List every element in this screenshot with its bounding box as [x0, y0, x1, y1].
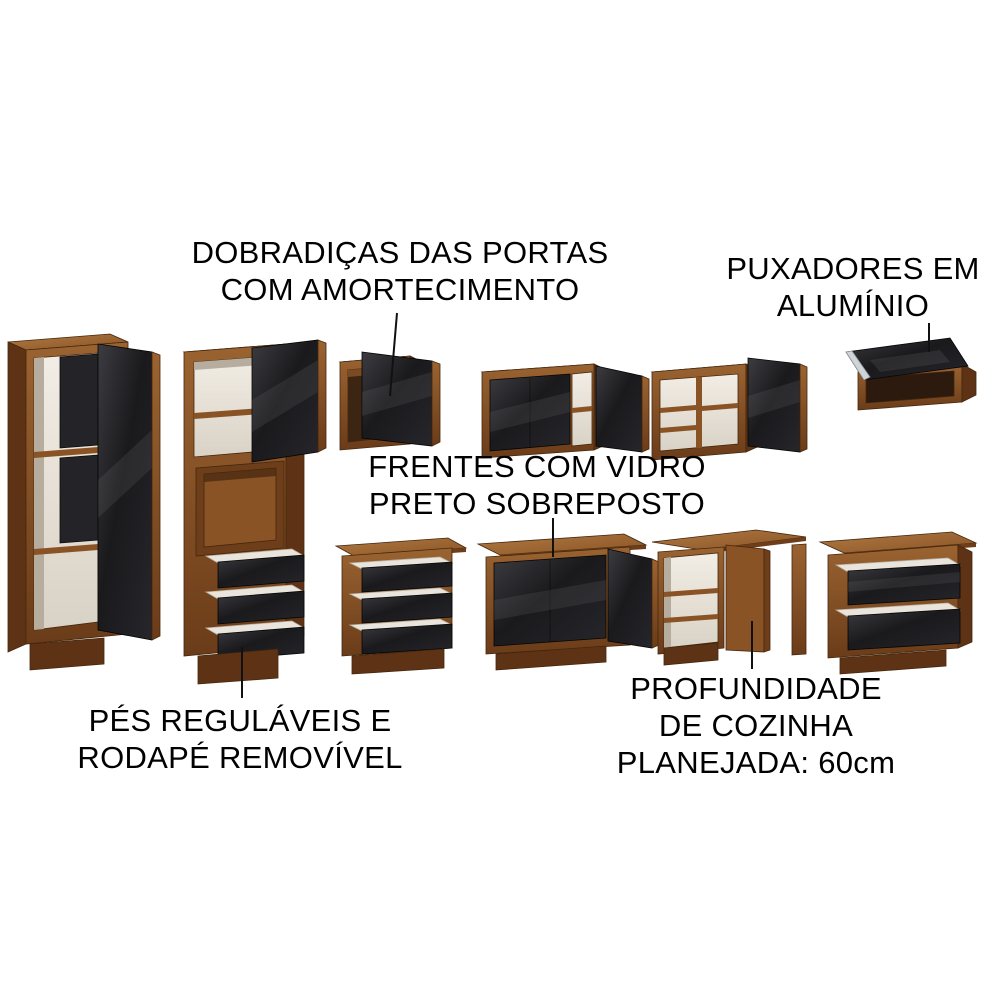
open-drawer-front — [847, 563, 961, 606]
plinth — [197, 648, 279, 685]
interior-glass-panel — [59, 353, 99, 449]
corner-base-cabinet — [651, 529, 807, 666]
door-wood-edge — [641, 375, 650, 453]
label-handles: PUXADORES EM ALUMÍNIO — [726, 250, 979, 324]
door-wood-edge — [317, 339, 327, 453]
open-drawer-front — [361, 592, 453, 624]
interior-shadow — [664, 557, 671, 648]
shelf — [34, 544, 98, 555]
shelf — [664, 614, 718, 623]
oven-tower-cabinet — [182, 339, 327, 685]
plinth — [351, 648, 445, 675]
drawer-sheen — [848, 572, 960, 592]
plinth — [495, 645, 607, 671]
interior-shadow — [34, 357, 44, 630]
plinth — [663, 642, 719, 666]
label-depth-line1: PROFUNDIDADE — [630, 671, 882, 706]
shelf — [572, 406, 592, 413]
door-sheen — [252, 360, 318, 432]
label-handles-line2: ALUMÍNIO — [776, 288, 930, 323]
cabinet-side-panel — [7, 341, 27, 653]
label-glass-front-line2: PRETO SOBREPOSTO — [368, 486, 706, 521]
double-door-wall-cabinet — [480, 363, 650, 459]
door-sheen — [870, 350, 950, 372]
door-wood-edge — [799, 363, 808, 453]
end-panel — [791, 543, 807, 656]
leader-line-hinges — [389, 312, 398, 397]
label-hinges-line1: DOBRADIÇAS DAS PORTAS — [191, 235, 609, 270]
cabinet-interior — [865, 370, 955, 404]
wood-door-open — [725, 544, 765, 653]
label-feet-line1: PÉS REGULÁVEIS E — [88, 703, 392, 738]
label-feet: PÉS REGULÁVEIS E RODAPÉ REMOVÍVEL — [77, 702, 402, 776]
cavity-shadow — [204, 468, 276, 482]
label-feet-line2: RODAPÉ REMOVÍVEL — [77, 740, 403, 775]
plinth — [839, 649, 947, 675]
open-drawer-front — [847, 608, 961, 651]
label-depth: PROFUNDIDADE DE COZINHA PLANEJADA: 60cm — [617, 670, 895, 781]
door-wood-edge — [431, 360, 441, 447]
plinth — [29, 637, 105, 671]
open-drawer-front — [217, 626, 305, 661]
door-sheen — [494, 580, 606, 620]
door-sheen — [490, 392, 570, 432]
label-handles-line1: PUXADORES EM — [726, 251, 980, 286]
label-glass-front-line1: FRENTES COM VIDRO — [368, 449, 706, 484]
interior-divider — [696, 377, 702, 448]
cabinet-side-panel — [961, 363, 977, 403]
shelf — [664, 588, 718, 597]
door-wood-edge — [763, 548, 771, 653]
door-wood-edge — [151, 351, 161, 641]
label-hinges-line2: COM AMORTECIMENTO — [220, 272, 580, 307]
door-sheen — [98, 430, 152, 518]
door-sheen — [748, 380, 800, 418]
black-glass-door-open — [595, 365, 643, 453]
shelf — [660, 405, 696, 413]
open-drawer-front — [361, 561, 453, 593]
label-depth-line3: PLANEJADA: 60cm — [616, 745, 896, 780]
shelf — [660, 425, 696, 433]
interior-glass-panel — [59, 454, 99, 544]
shelf — [34, 447, 98, 458]
two-drawer-base-cabinet — [818, 531, 978, 675]
cabinet-interior — [663, 552, 719, 649]
three-drawer-base-cabinet — [334, 537, 468, 675]
open-drawer-front — [217, 554, 305, 589]
open-drawer-front — [361, 623, 453, 655]
aluminum-handle-strip — [845, 350, 871, 381]
double-door-base-cabinet — [476, 533, 660, 671]
black-glass-door-open — [607, 548, 653, 649]
corner-wall-cabinet — [650, 357, 808, 461]
shelf — [702, 403, 738, 411]
lift-door-wall-cabinet — [845, 337, 977, 411]
tall-storage-cabinet — [7, 333, 161, 671]
open-drawer-front — [217, 590, 305, 625]
door-sheen — [362, 372, 432, 416]
label-glass-front: FRENTES COM VIDRO PRETO SOBREPOSTO — [368, 448, 706, 522]
label-hinges: DOBRADIÇAS DAS PORTAS COM AMORTECIMENTO — [192, 234, 609, 308]
label-depth-line2: DE COZINHA — [658, 708, 854, 743]
single-door-wall-cabinet — [338, 351, 441, 451]
